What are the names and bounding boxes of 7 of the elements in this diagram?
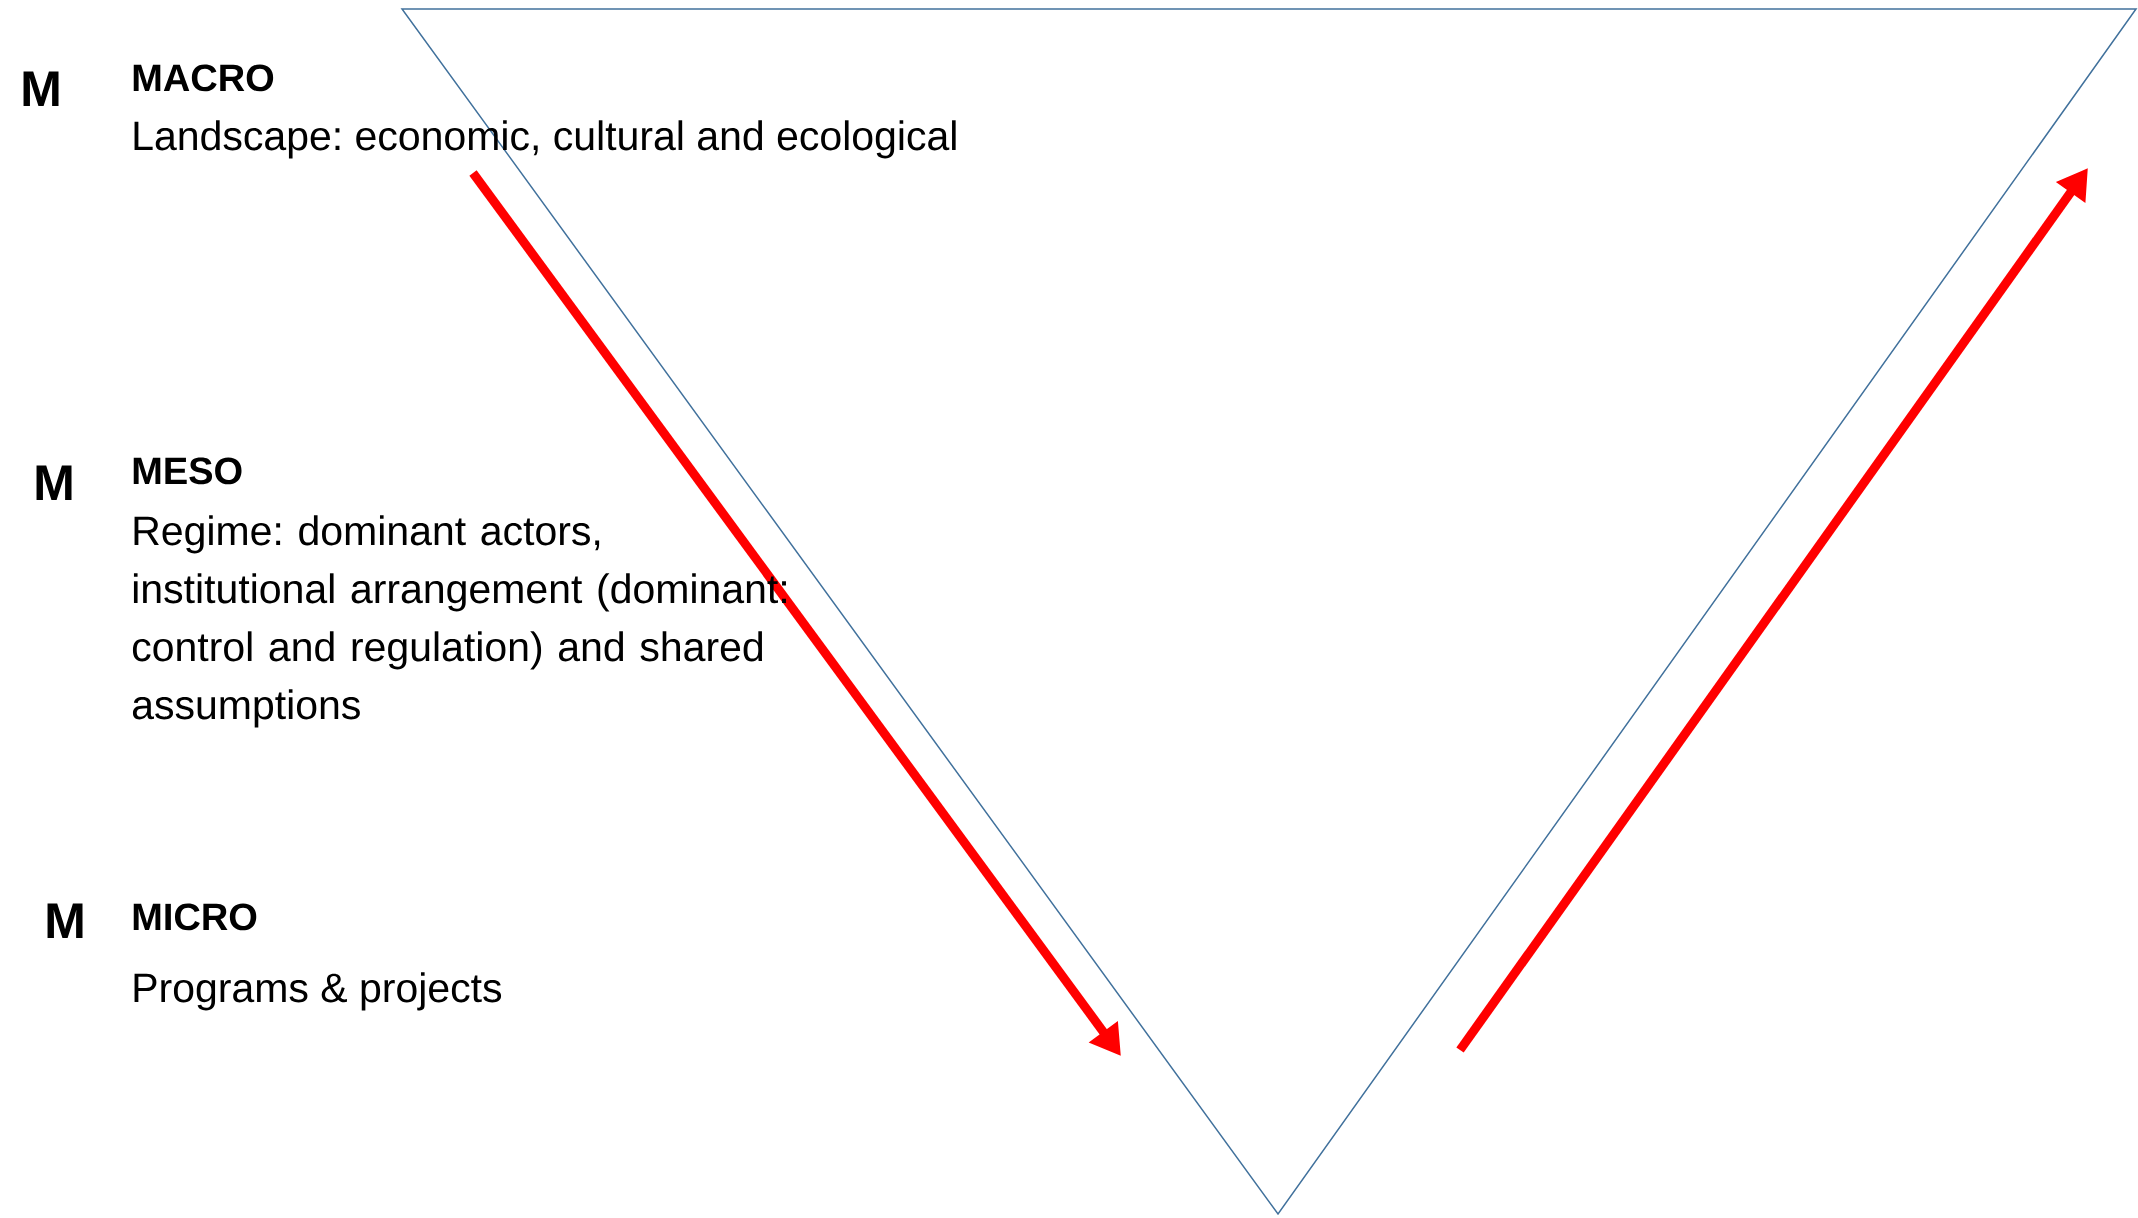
level-heading: MESO: [133, 457, 242, 485]
level-letter: M: [47, 903, 83, 938]
level-heading: MACRO: [133, 64, 274, 92]
level-heading: MICRO: [133, 903, 257, 931]
level-description: Programs & projects: [134, 972, 502, 1011]
level-letter: M: [23, 71, 59, 106]
level-letter: M: [36, 465, 72, 500]
